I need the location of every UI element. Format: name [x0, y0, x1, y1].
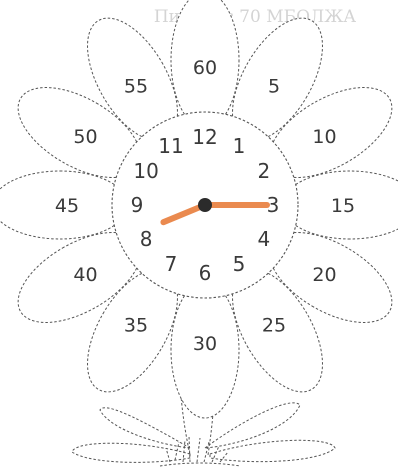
hour-numeral: 7 [165, 252, 178, 276]
hour-numeral: 11 [158, 134, 183, 158]
hour-numeral: 1 [233, 134, 246, 158]
minute-label: 50 [73, 126, 97, 148]
minute-label: 10 [312, 126, 336, 148]
minute-label: 5 [268, 76, 280, 98]
clock-center-pin [198, 198, 212, 212]
minute-label: 55 [124, 76, 148, 98]
minute-label: 15 [331, 195, 355, 217]
leaf-left-upper [100, 408, 190, 448]
hour-numeral: 5 [233, 252, 246, 276]
minute-label: 20 [312, 264, 336, 286]
hour-numeral: 2 [258, 159, 271, 183]
hour-numeral: 12 [192, 125, 217, 149]
hour-numeral: 9 [131, 193, 144, 217]
leaf-right-lower [210, 440, 335, 461]
leaf-left-lower [72, 443, 190, 462]
minute-label: 25 [262, 315, 286, 337]
minute-label: 30 [193, 333, 217, 355]
hour-numeral: 4 [258, 227, 271, 251]
grass-blades [166, 436, 228, 462]
minute-label: 60 [193, 57, 217, 79]
minute-label: 35 [124, 315, 148, 337]
hour-numeral: 10 [133, 159, 158, 183]
hour-numeral: 8 [140, 227, 153, 251]
hour-numeral: 6 [199, 261, 212, 285]
ground-line [160, 463, 240, 466]
minute-label: 45 [55, 195, 79, 217]
minute-label: 40 [73, 264, 97, 286]
